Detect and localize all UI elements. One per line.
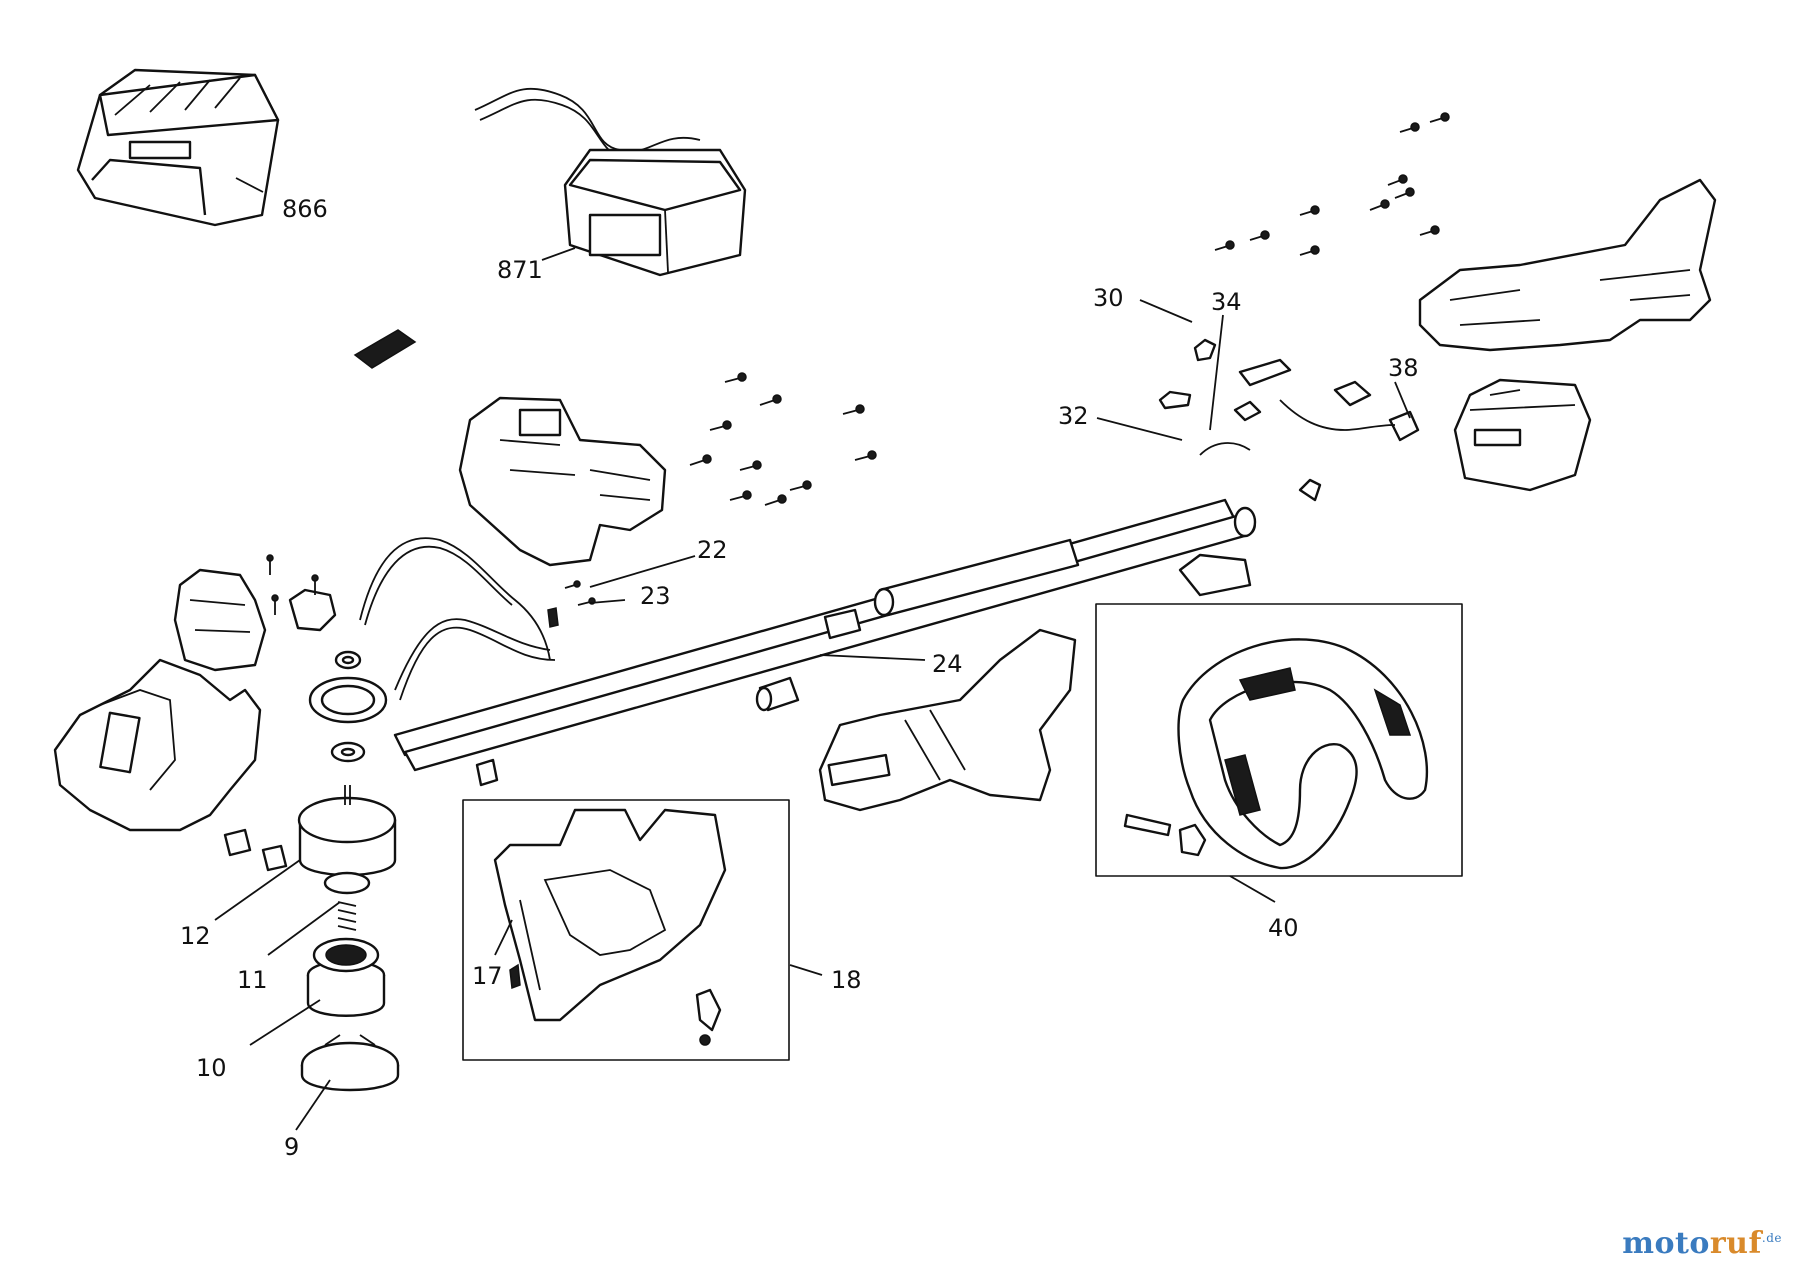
rear-handle-housing	[1418, 178, 1717, 352]
label-22: 22	[697, 536, 728, 564]
shaft-sleeve	[475, 676, 800, 787]
guard-kit-box	[462, 799, 790, 1061]
watermark-logo: motoruf.de	[1622, 1226, 1782, 1261]
screws-middle	[689, 372, 877, 506]
loop-handle-kit-box	[1095, 603, 1463, 877]
label-17: 17	[472, 962, 503, 990]
label-38: 38	[1388, 354, 1419, 382]
eyelets	[223, 828, 288, 872]
motor-wires	[359, 537, 556, 701]
shaft-tubes	[393, 498, 1257, 772]
spool	[306, 937, 386, 1017]
watermark-part1: moto	[1622, 1226, 1710, 1261]
spring	[337, 901, 357, 931]
battery-pack	[76, 68, 280, 227]
spool-cap	[300, 1034, 400, 1092]
label-9: 9	[284, 1133, 299, 1161]
label-24: 24	[932, 650, 963, 678]
label-32: 32	[1058, 402, 1089, 430]
label-12: 12	[180, 922, 211, 950]
motor-screws	[266, 554, 319, 615]
switch-assembly-parts	[1158, 338, 1420, 502]
gear-stack	[308, 650, 388, 763]
battery-pack-right	[1453, 378, 1592, 492]
watermark-suffix: .de	[1761, 1231, 1782, 1245]
leader-lines	[214, 177, 1411, 1131]
label-34: 34	[1211, 288, 1242, 316]
label-40: 40	[1268, 914, 1299, 942]
spool-housing	[297, 785, 397, 895]
lock-off-part	[1178, 553, 1252, 597]
head-housing	[53, 658, 262, 832]
motor-housing-half	[458, 396, 667, 567]
screws-upper-right	[1214, 112, 1450, 256]
label-10: 10	[196, 1054, 227, 1082]
charger	[474, 87, 747, 277]
label-18: 18	[831, 966, 862, 994]
label-23: 23	[640, 582, 671, 610]
watermark-part2: ruf	[1709, 1226, 1762, 1261]
pins	[547, 580, 596, 628]
motor-unit	[173, 568, 337, 672]
label-871: 871	[497, 256, 543, 284]
label-866: 866	[282, 195, 328, 223]
belt-clip	[353, 329, 417, 369]
label-11: 11	[237, 966, 268, 994]
label-30: 30	[1093, 284, 1124, 312]
front-grip-housing	[818, 628, 1077, 812]
